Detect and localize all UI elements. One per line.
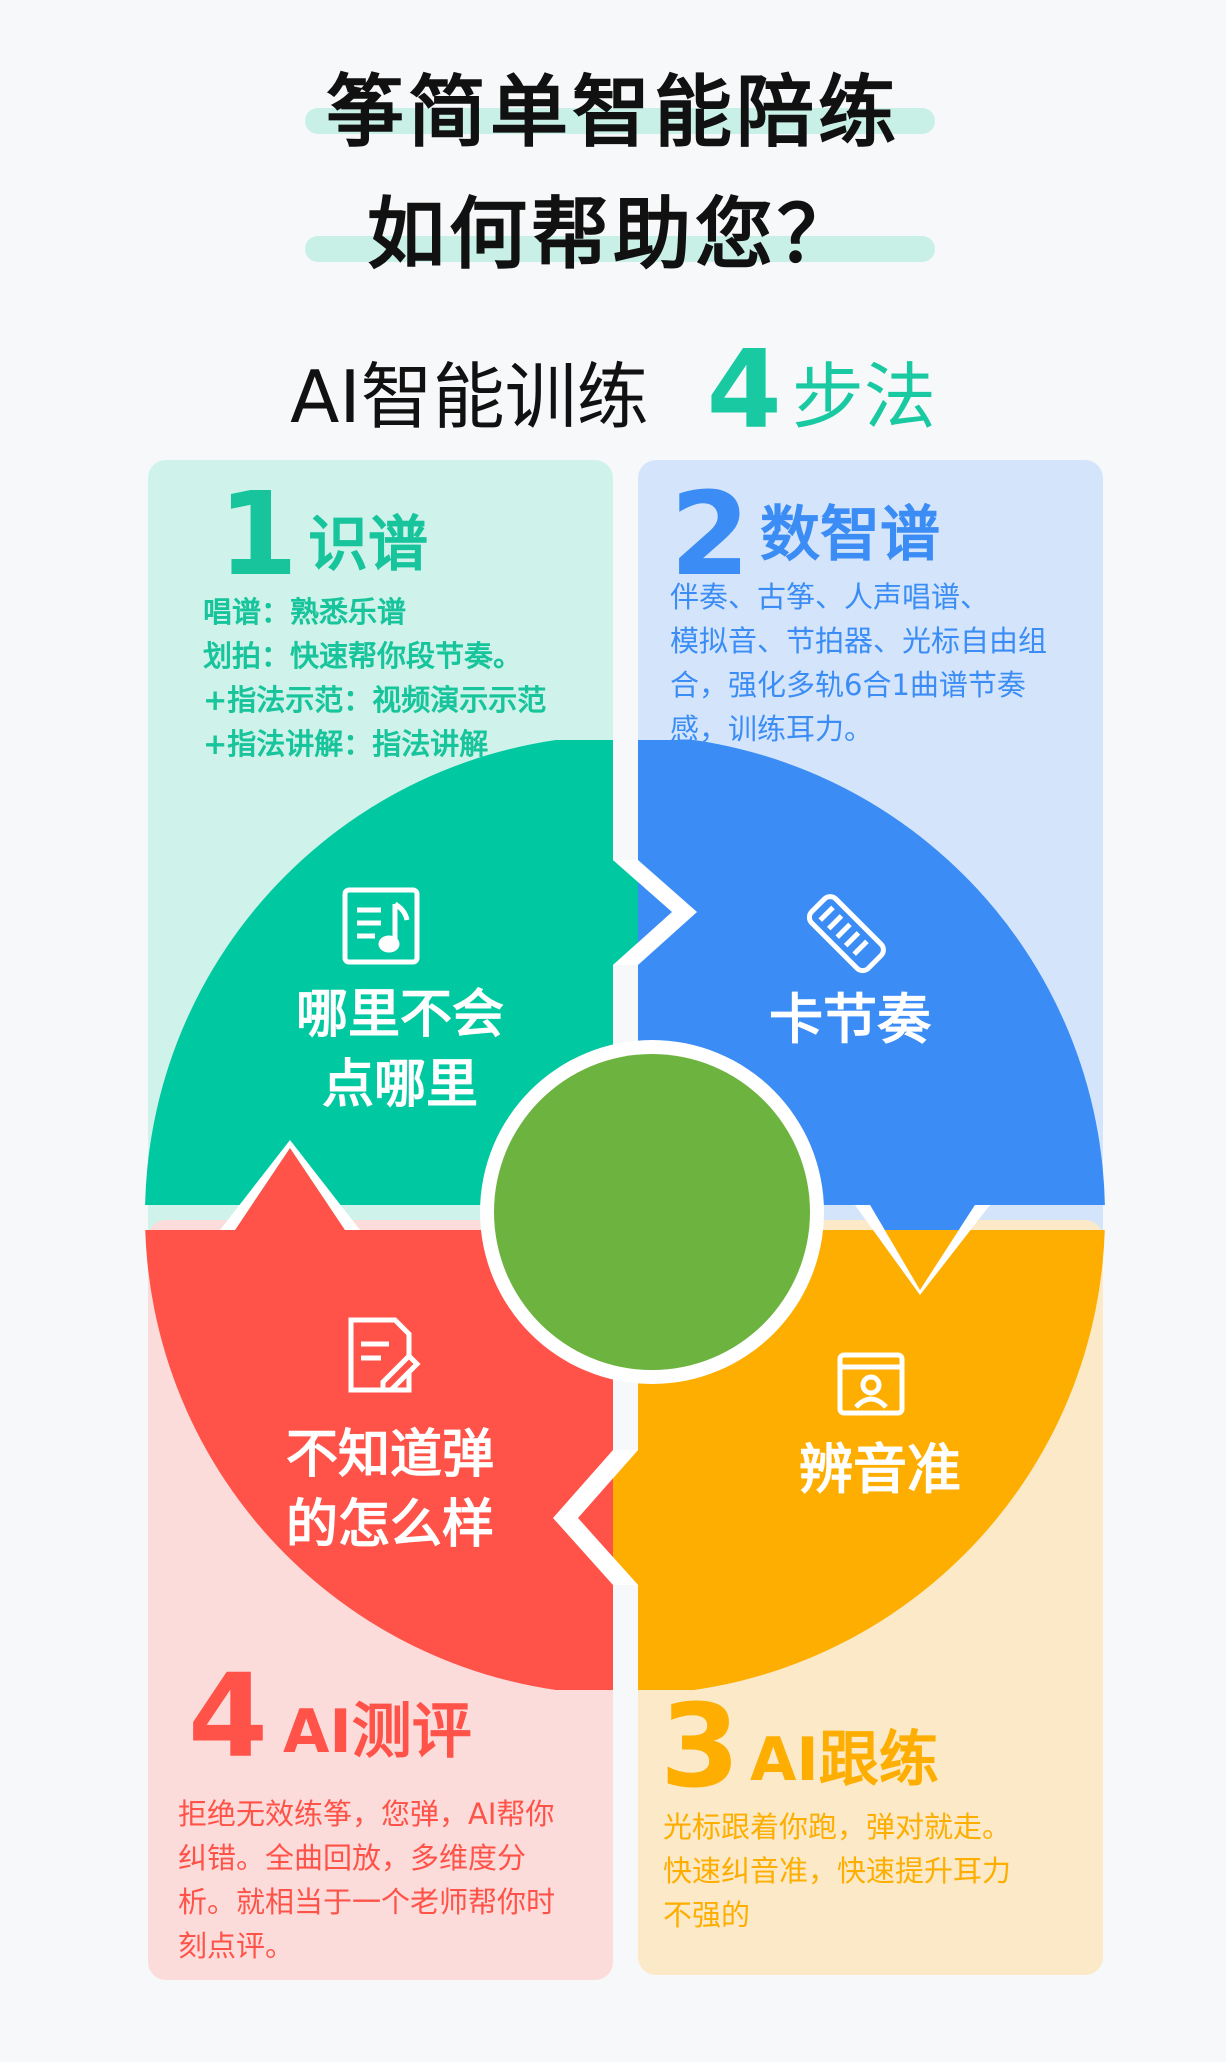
description-line: +指法讲解：指法讲解: [203, 727, 489, 761]
subtitle-text: AI智能训练: [290, 354, 649, 439]
segment-label-line: 不知道弹: [285, 1425, 494, 1485]
step-name: AI测评: [283, 1697, 472, 1767]
subtitle-number: 4: [706, 327, 782, 453]
description-line: 拒绝无效练筝，您弹，AI帮你: [178, 1797, 555, 1831]
segment-label-line: 的怎么样: [285, 1495, 494, 1555]
step-description: 伴奏、古筝、人声唱谱、 模拟音、节拍器、光标自由组 合，强化多轨6合1曲谱节奏 …: [670, 575, 1047, 751]
description-line: 析。就相当于一个老师帮你时: [178, 1885, 556, 1919]
description-line: 刻点评。: [178, 1929, 295, 1963]
edit-document-icon: [348, 1317, 421, 1393]
title-highlight-1: [305, 108, 935, 134]
music-score-icon: [342, 887, 420, 965]
subtitle-method: 步法: [791, 354, 936, 439]
segment-label-evaluate: 不知道弹 的怎么样: [260, 1420, 520, 1560]
step-number: 3: [660, 1680, 741, 1814]
description-line: +指法示范：视频演示示范: [203, 683, 547, 717]
step-description: 光标跟着你跑，弹对就走。 快速纠音准，快速提升耳力 不强的: [663, 1805, 1011, 1937]
subtitle: AI智能训练 4 步法: [0, 328, 1226, 453]
step-name: 数智谱: [760, 500, 940, 570]
description-line: 感，训练耳力。: [670, 712, 874, 746]
center-circle: [494, 1054, 810, 1370]
description-line: 划拍：快速帮你段节奏。: [203, 639, 523, 673]
title-line-1: 筝简单智能陪练: [325, 68, 900, 158]
description-line: 伴奏、古筝、人声唱谱、: [670, 580, 990, 614]
segment-label-line: 辨音准: [799, 1438, 961, 1501]
segment-evaluate: [145, 1148, 613, 1690]
title-highlight-2: [305, 236, 935, 262]
step-number: 4: [188, 1650, 269, 1784]
segment-label-pitch: 辨音准: [770, 1435, 990, 1505]
description-line: 不强的: [663, 1898, 751, 1932]
step-number: 2: [670, 468, 751, 602]
segment-label-identify: 哪里不会 点哪里: [280, 980, 520, 1120]
description-line: 合，强化多轨6合1曲谱节奏: [670, 668, 1026, 702]
description-line: 唱谱：熟悉乐谱: [203, 595, 407, 629]
description-line: 快速纠音准，快速提升耳力: [663, 1854, 1012, 1888]
step-number: 1: [218, 468, 299, 602]
segment-label-line: 哪里不会: [295, 985, 504, 1045]
description-line: 光标跟着你跑，弹对就走。: [663, 1810, 1012, 1844]
description-line: 模拟音、节拍器、光标自由组: [670, 624, 1048, 658]
description-line: 纠错。全曲回放，多维度分: [178, 1841, 527, 1875]
segment-label-rhythm: 卡节奏: [740, 985, 960, 1055]
segment-label-line: 卡节奏: [769, 988, 931, 1051]
step-description: 唱谱：熟悉乐谱 划拍：快速帮你段节奏。 +指法示范：视频演示示范 +指法讲解：指…: [203, 590, 546, 766]
step-name: 识谱: [308, 510, 428, 580]
step-description: 拒绝无效练筝，您弹，AI帮你 纠错。全曲回放，多维度分 析。就相当于一个老师帮你…: [178, 1792, 555, 1968]
video-lesson-icon: [837, 1352, 905, 1416]
step-name: AI跟练: [750, 1725, 939, 1795]
guzheng-icon: [806, 894, 886, 974]
segment-label-line: 点哪里: [321, 1055, 478, 1115]
title-line-2: 如何帮助您？: [366, 190, 859, 280]
